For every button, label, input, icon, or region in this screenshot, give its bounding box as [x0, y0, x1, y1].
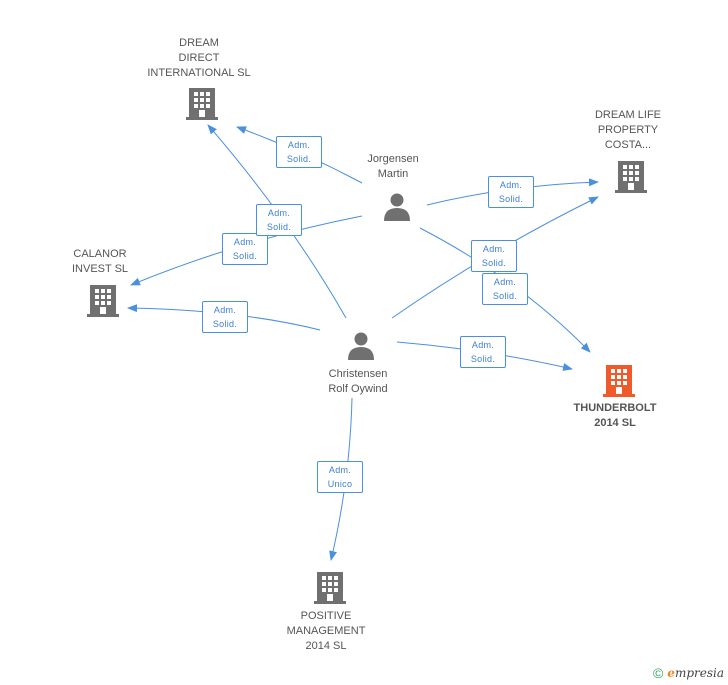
node-label-line: THUNDERBOLT: [573, 402, 657, 414]
edge-label-line: Adm.: [287, 140, 311, 150]
node-label-jorgensen[interactable]: Jorgensen Martin: [367, 152, 418, 182]
node-label-line: DREAM LIFE: [594, 109, 662, 121]
edge-label-christensen-dream-life[interactable]: Adm. Solid.: [471, 240, 517, 272]
edge-label-christensen-calanor[interactable]: Adm. Solid.: [202, 301, 248, 333]
node-label-dream-life[interactable]: DREAM LIFE PROPERTY COSTA...: [595, 108, 661, 153]
node-label-line: Christensen: [328, 368, 388, 380]
node-label-line: 2014 SL: [305, 640, 347, 652]
node-label-dream-direct[interactable]: DREAM DIRECT INTERNATIONAL SL: [147, 36, 250, 81]
edge-label-line: Solid.: [232, 251, 258, 261]
edge-label-line: Solid.: [481, 258, 507, 268]
node-label-line: Rolf Oywind: [328, 383, 388, 395]
person-icon[interactable]: [346, 331, 376, 361]
edge-label-line: Solid.: [470, 354, 496, 364]
building-highlight-icon[interactable]: [603, 363, 635, 397]
edge-label-line: Adm.: [213, 305, 237, 315]
edge-label-line: Solid.: [212, 319, 238, 329]
edge-label-jorgensen-thunderbolt[interactable]: Adm. Solid.: [482, 273, 528, 305]
node-label-line: INTERNATIONAL SL: [147, 67, 251, 79]
edge-label-jorgensen-dream-life[interactable]: Adm. Solid.: [488, 176, 534, 208]
edge-label-christensen-dream-direct[interactable]: Adm. Solid.: [256, 204, 302, 236]
building-icon[interactable]: [87, 283, 119, 317]
edge-label-line: Adm.: [493, 277, 517, 287]
edge-label-line: Adm.: [471, 340, 495, 350]
edge-label-line: Adm.: [482, 244, 506, 254]
node-label-calanor[interactable]: CALANOR INVEST SL: [72, 247, 128, 277]
node-label-line: CALANOR: [73, 248, 127, 260]
person-icon[interactable]: [382, 192, 412, 222]
node-label-line: MANAGEMENT: [286, 625, 366, 637]
edge-label-line: Adm.: [233, 237, 257, 247]
building-icon[interactable]: [186, 86, 218, 120]
node-label-positive[interactable]: POSITIVE MANAGEMENT 2014 SL: [287, 609, 366, 654]
edge-label-line: Solid.: [266, 222, 292, 232]
node-label-line: Jorgensen: [367, 153, 419, 165]
edge-label-jorgensen-dream-direct[interactable]: Adm. Solid.: [276, 136, 322, 168]
node-label-line: 2014 SL: [594, 417, 636, 429]
node-label-thunderbolt[interactable]: THUNDERBOLT 2014 SL: [574, 401, 657, 431]
node-label-line: POSITIVE: [300, 610, 352, 622]
edge-label-line: Adm.: [499, 180, 523, 190]
brand-initial: e: [667, 666, 675, 680]
edge-label-line: Solid.: [498, 194, 524, 204]
footer-brand: © empresia: [653, 665, 724, 681]
node-label-line: INVEST SL: [71, 263, 129, 275]
node-label-line: PROPERTY: [597, 124, 659, 136]
brand-logo: empresia: [667, 666, 724, 680]
brand-name: mpresia: [674, 666, 724, 680]
edge-label-line: Adm.: [328, 465, 352, 475]
edge-label-christensen-positive[interactable]: Adm. Unico: [317, 461, 363, 493]
edge-label-line: Solid.: [286, 154, 312, 164]
node-label-line: DREAM: [179, 37, 219, 49]
node-label-line: COSTA...: [604, 139, 652, 151]
edge-label-christensen-thunderbolt[interactable]: Adm. Solid.: [460, 336, 506, 368]
edge-label-jorgensen-calanor[interactable]: Adm. Solid.: [222, 233, 268, 265]
copyright-icon: ©: [652, 665, 664, 681]
node-label-line: DIRECT: [178, 52, 220, 64]
node-label-christensen[interactable]: Christensen Rolf Oywind: [328, 367, 387, 397]
edge-label-line: Adm.: [267, 208, 291, 218]
edge-label-line: Unico: [327, 479, 353, 489]
building-icon[interactable]: [615, 159, 647, 193]
building-icon[interactable]: [314, 570, 346, 604]
edge-label-line: Solid.: [492, 291, 518, 301]
node-label-line: Martin: [377, 168, 409, 180]
